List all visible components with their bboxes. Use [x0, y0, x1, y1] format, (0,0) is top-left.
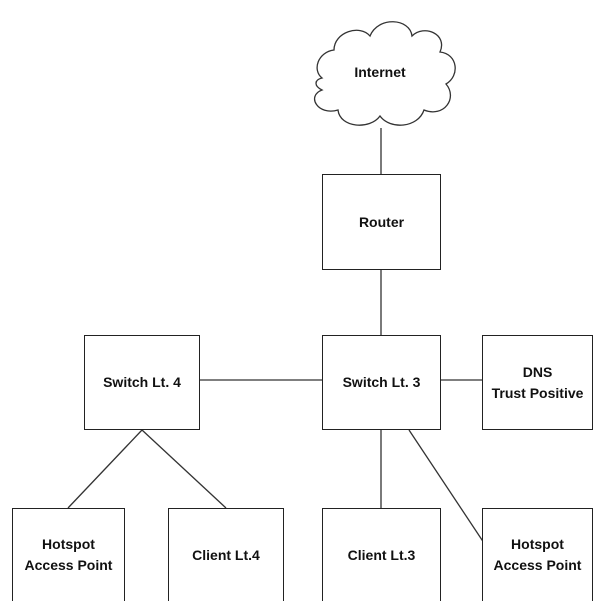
- hotspot-right-label: Hotspot: [511, 536, 564, 552]
- switch-lt3-label: Switch Lt. 3: [342, 374, 421, 390]
- hotspot-left-node: Hotspot Access Point: [12, 508, 125, 601]
- client-lt4-label: Client Lt.4: [192, 546, 260, 563]
- dns-node: DNS Trust Positive: [482, 335, 593, 430]
- client-lt3-node: Client Lt.3: [322, 508, 441, 601]
- link-switch-lt4-client-lt4: [141, 429, 227, 509]
- internet-cloud-icon: [314, 21, 456, 126]
- switch-lt4-label: Switch Lt. 4: [103, 374, 181, 390]
- hotspot-right-node: Hotspot Access Point: [482, 508, 593, 601]
- hotspot-left-sublabel: Access Point: [24, 557, 113, 573]
- client-lt3-label: Client Lt.3: [347, 546, 416, 563]
- router-node: Router: [322, 174, 441, 270]
- client-lt4-node: Client Lt.4: [168, 508, 284, 601]
- hotspot-left-label: Hotspot: [42, 536, 95, 552]
- internet-label: Internet: [354, 64, 406, 80]
- hotspot-right-sublabel: Access Point: [493, 557, 582, 573]
- dns-sublabel: Trust Positive: [491, 384, 584, 401]
- router-label: Router: [358, 213, 405, 230]
- switch-lt4-node: Switch Lt. 4: [84, 335, 200, 430]
- dns-label: DNS: [522, 363, 553, 380]
- link-switch-lt4-hotspot-left: [67, 429, 143, 509]
- link-switch-lt3-hotspot-right: [408, 429, 493, 556]
- switch-lt3-node: Switch Lt. 3: [322, 335, 441, 430]
